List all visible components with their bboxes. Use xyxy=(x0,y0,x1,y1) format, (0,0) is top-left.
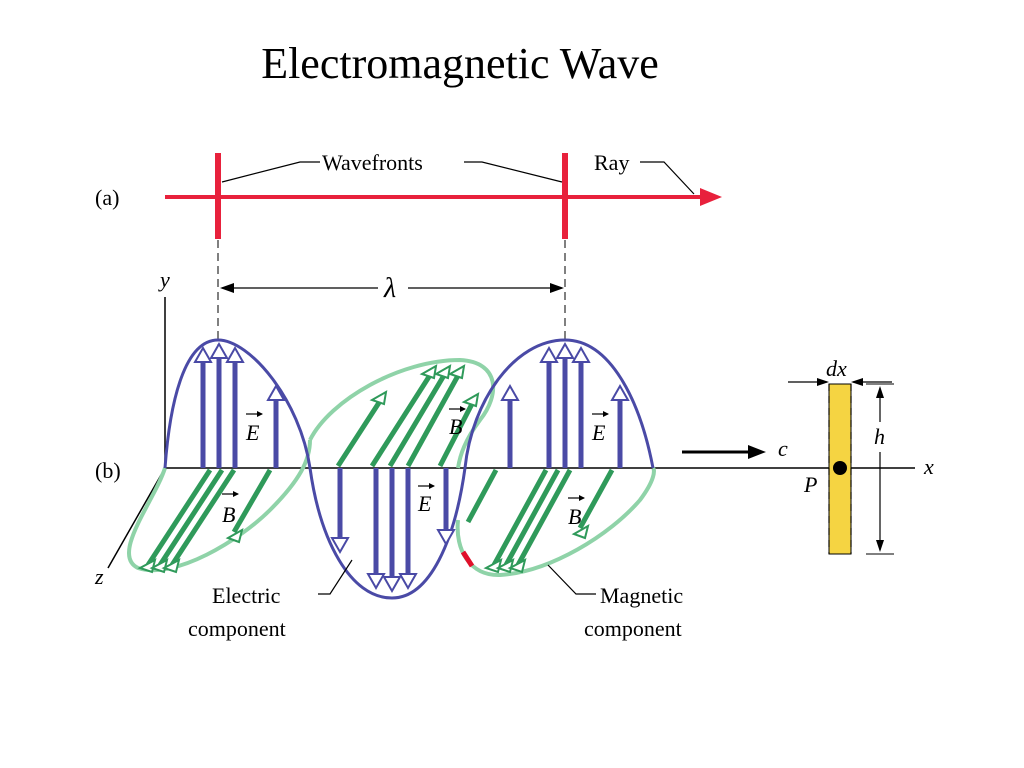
b-vectors-lobe-3 xyxy=(465,468,615,567)
x-axis-label: x xyxy=(923,454,934,479)
h-arrowhead-bottom xyxy=(876,540,884,552)
lambda-arrow-left xyxy=(220,283,234,293)
e-vectors-up-1 xyxy=(200,356,279,468)
propagation-arrowhead xyxy=(748,445,766,459)
part-b-label: (b) xyxy=(95,458,121,483)
electric-component xyxy=(163,338,655,600)
wavefront-1 xyxy=(215,153,221,239)
z-axis-label: z xyxy=(94,564,104,589)
b-arrowheads-lobe-2 xyxy=(369,364,480,408)
dx-arrowhead-left xyxy=(817,378,829,386)
b-vectors-lobe-2 xyxy=(335,370,477,468)
ray-leader xyxy=(640,161,695,195)
magnetic-leader xyxy=(547,564,596,595)
wavefronts-leader-left xyxy=(221,161,320,183)
electric-label-1: Electric xyxy=(212,583,281,608)
red-marker xyxy=(460,550,475,568)
e-arrowheads-up-1 xyxy=(193,341,286,401)
e-vectors-down xyxy=(337,468,449,578)
lambda-label: λ xyxy=(383,273,396,304)
label-e-2: E xyxy=(417,483,435,516)
svg-text:B: B xyxy=(222,502,235,527)
dx-label: dx xyxy=(826,356,847,381)
wavefronts-label: Wavefronts xyxy=(322,150,423,175)
label-b-3: B xyxy=(568,495,585,529)
point-p-dot xyxy=(833,461,847,475)
z-axis xyxy=(107,467,166,569)
h-label: h xyxy=(874,424,885,449)
svg-text:E: E xyxy=(591,420,606,445)
electric-lobe-3 xyxy=(463,338,655,469)
ray-line xyxy=(165,188,722,206)
speed-label: c xyxy=(778,436,788,461)
e-arrowheads-down xyxy=(330,529,456,594)
svg-text:B: B xyxy=(568,504,581,529)
b-arrowheads-lobe-1 xyxy=(137,527,244,574)
svg-text:E: E xyxy=(417,491,432,516)
magnetic-label-1: Magnetic xyxy=(600,583,683,608)
h-arrowhead-top xyxy=(876,386,884,398)
label-b-2: B xyxy=(449,406,466,439)
wavefront-2 xyxy=(562,153,568,239)
point-p-label: P xyxy=(803,472,817,497)
lambda-arrow-right xyxy=(550,283,564,293)
e-vectors-up-2 xyxy=(507,356,623,468)
y-axis-label: y xyxy=(158,267,170,292)
magnetic-lobe-2 xyxy=(308,357,495,469)
svg-text:E: E xyxy=(245,420,260,445)
svg-text:B: B xyxy=(449,414,462,439)
label-e-1: E xyxy=(245,411,263,445)
dx-arrowhead-right xyxy=(851,378,863,386)
ray-label: Ray xyxy=(594,150,629,175)
page-title: Electromagnetic Wave xyxy=(261,39,659,88)
magnetic-lobe-1 xyxy=(127,439,312,573)
e-arrowheads-up-2 xyxy=(500,341,630,401)
b-vectors-lobe-1 xyxy=(145,468,273,567)
magnetic-label-2: component xyxy=(584,616,682,641)
electric-leader xyxy=(318,559,353,595)
ray-arrowhead xyxy=(700,188,722,206)
label-b-1: B xyxy=(222,491,239,527)
electric-label-2: component xyxy=(188,616,286,641)
label-e-3: E xyxy=(591,411,609,445)
electric-lobe-1 xyxy=(163,338,312,469)
part-a-label: (a) xyxy=(95,185,119,210)
b-arrowheads-lobe-3 xyxy=(483,523,590,574)
wavefronts-leader-right xyxy=(464,161,563,183)
